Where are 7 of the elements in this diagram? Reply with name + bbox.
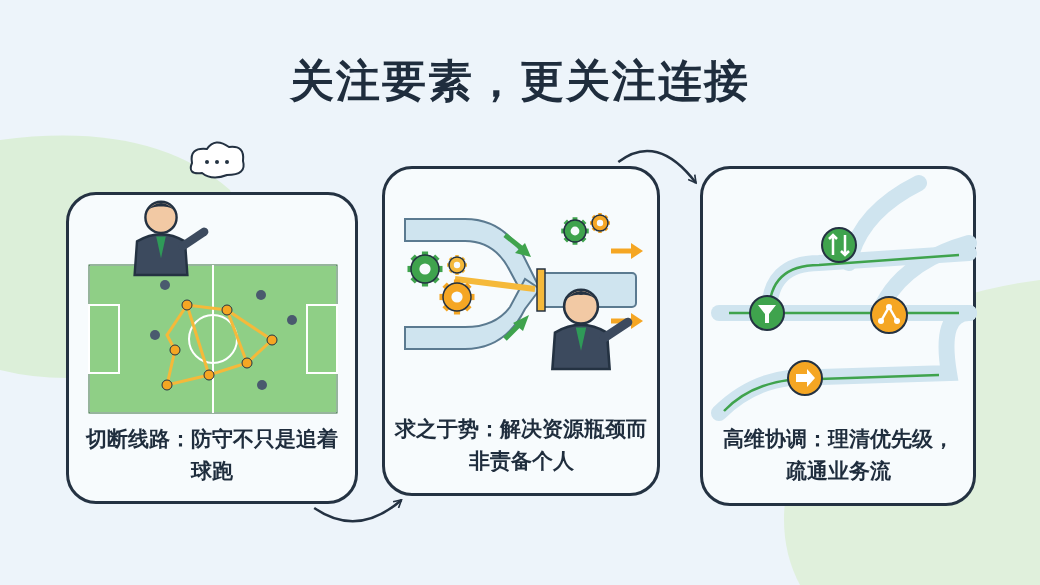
panel-caption: 求之于势：解决资源瓶颈而非责备个人 [395,416,647,475]
title: 关注要素，更关注连接 [288,54,751,108]
curved-arrow [617,149,697,184]
panel-caption: 切断线路：防守不只是追着球跑 [84,426,339,485]
panel-caption: 高维协调：理清优先级，疏通业务流 [721,426,955,485]
curved-arrow [313,499,403,523]
panel [382,166,660,496]
